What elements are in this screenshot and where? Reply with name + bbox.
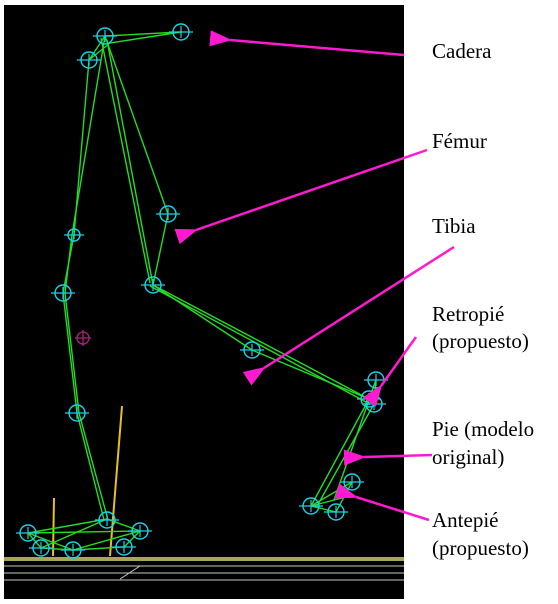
joint-circle-icon — [324, 503, 348, 521]
label-tibia: Tibia — [432, 214, 476, 238]
label-cadera: Cadera — [432, 39, 492, 63]
joint-circle-icon — [77, 51, 101, 69]
label-antepie-line1: Antepié — [432, 508, 499, 532]
arrow-femur — [174, 148, 428, 245]
center-of-mass-marker-icon — [75, 330, 91, 346]
joint-circle-icon — [128, 522, 152, 540]
joint-circle-icon — [65, 404, 89, 422]
label-pie-line1: Pie (modelo — [432, 417, 535, 441]
label-retropie-line1: Retropié — [432, 302, 505, 326]
joint-circle-icon — [112, 538, 136, 556]
joint-circle-icon — [169, 23, 193, 41]
label-retropie-line2: (propuesto) — [432, 329, 529, 353]
label-femur: Fémur — [432, 129, 487, 153]
joint-circle-icon — [156, 205, 180, 223]
joint-circle-icon — [29, 539, 53, 557]
joint-circle-icon — [95, 511, 119, 529]
joint-circle-icon — [51, 284, 75, 302]
joint-circle-icon — [61, 541, 85, 559]
arrow-tibia — [242, 245, 455, 386]
label-pie-line2: original) — [432, 445, 505, 469]
arrow-cadera — [209, 30, 405, 57]
joint-circle-icon — [16, 524, 40, 542]
joint-circle-icon — [64, 228, 84, 242]
arrow-pie — [343, 449, 433, 466]
arrows — [174, 30, 455, 522]
joint-circle-icon — [299, 497, 323, 515]
joint-circle-icon — [93, 27, 117, 45]
joint-circle-icon — [240, 341, 264, 359]
label-antepie-line2: (propuesto) — [432, 536, 529, 560]
joint-circle-icon — [141, 276, 165, 294]
render-panel — [4, 5, 404, 599]
ground — [4, 557, 404, 581]
arrow-antepie — [334, 483, 430, 522]
joint-markers — [16, 23, 388, 559]
arrow-retropie — [362, 336, 418, 407]
